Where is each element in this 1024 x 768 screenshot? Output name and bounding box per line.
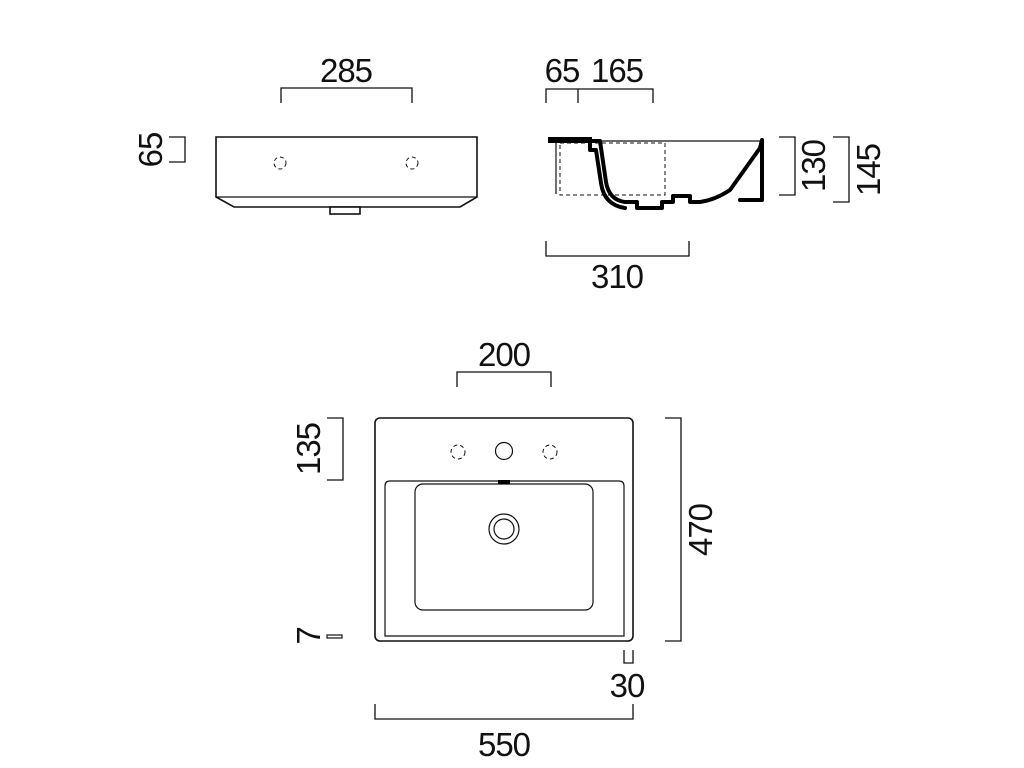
front-view: 285 65 — [132, 52, 478, 215]
dim-label-total-depth: 470 — [682, 503, 719, 556]
dim-label-total-height: 145 — [850, 144, 887, 196]
dim-line-bowl-depth — [779, 136, 796, 196]
top-drain-icon — [488, 513, 520, 545]
side-bowl-section-inner — [588, 139, 627, 210]
dim-line-overhang — [623, 650, 634, 664]
dim-line-deck-depth — [327, 417, 344, 481]
dim-line-width — [374, 704, 634, 720]
dim-label-front-height: 65 — [132, 133, 169, 168]
side-view: 65 165 130 145 310 — [545, 52, 887, 295]
dim-label-bowl-depth: 130 — [795, 139, 832, 192]
front-tap-hole-right-icon — [405, 156, 419, 170]
side-deck-plate — [548, 137, 592, 143]
dim-line-total-height — [833, 136, 850, 203]
dim-mark-front-rim — [326, 634, 343, 639]
dim-line-side-depth — [545, 241, 690, 257]
dim-label-width: 550 — [478, 726, 531, 763]
dim-line-front-height — [169, 136, 186, 163]
dim-label-side-depth: 310 — [591, 258, 644, 295]
dim-label-tap-span: 200 — [478, 336, 531, 373]
front-drain-outlet — [329, 206, 361, 215]
dim-label-side-back: 65 — [545, 52, 580, 89]
top-tap-hole-right-icon — [542, 444, 558, 460]
top-tap-hole-center-icon — [494, 441, 514, 461]
dim-line-side-back — [545, 88, 579, 103]
dim-line-tap-span — [456, 371, 552, 387]
top-overflow-slot — [498, 480, 510, 484]
dim-line-side-offset — [578, 88, 654, 103]
top-view: 200 135 470 7 30 550 — [290, 336, 719, 763]
top-tap-hole-left-icon — [450, 444, 466, 460]
dim-label-overhang: 30 — [610, 667, 645, 704]
side-bowl-section — [588, 138, 764, 210]
dim-label-side-offset: 165 — [591, 52, 643, 89]
top-basin-outline — [374, 417, 634, 642]
dim-label-front-rim: 7 — [290, 627, 327, 644]
side-hidden-outline — [559, 142, 666, 196]
dim-label-deck-depth: 135 — [290, 423, 327, 475]
dim-line-tap-spacing — [280, 87, 413, 103]
front-tap-hole-left-icon — [273, 156, 287, 170]
dim-line-total-depth — [665, 417, 682, 642]
dim-label-tap-spacing: 285 — [320, 52, 372, 89]
top-basin-rim — [384, 480, 625, 637]
